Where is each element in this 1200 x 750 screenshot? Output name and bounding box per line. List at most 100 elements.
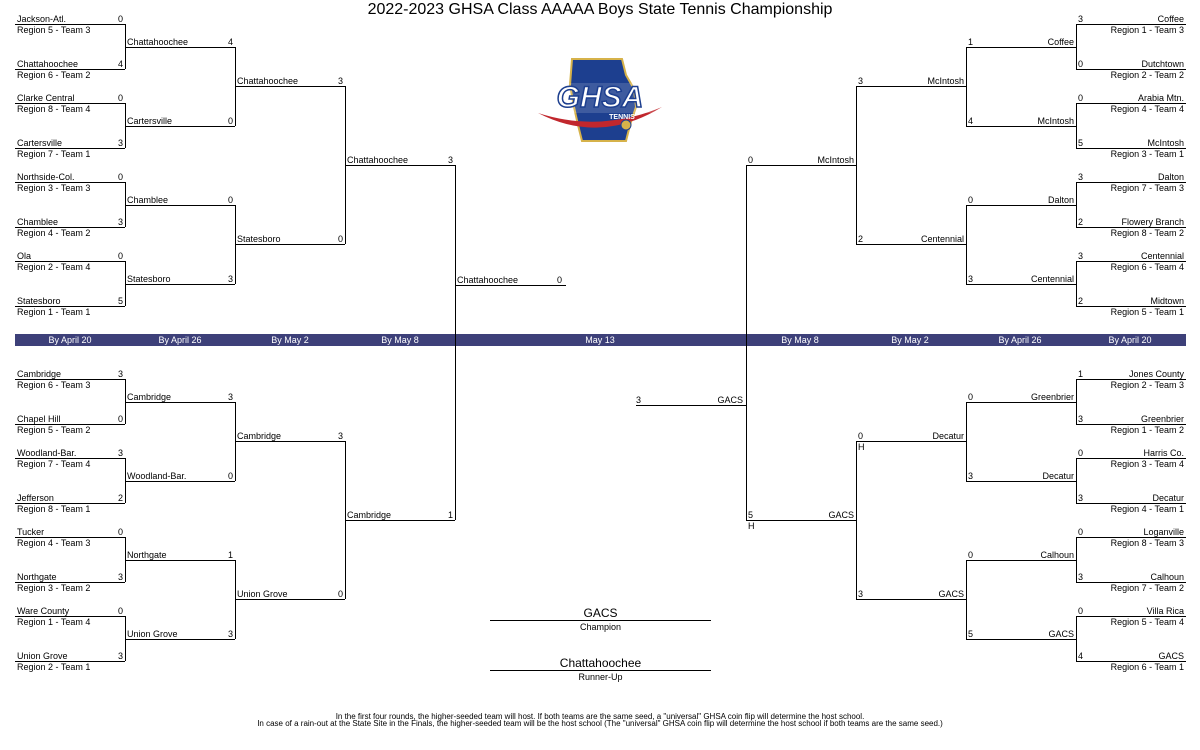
left-bottom-r3-line bbox=[235, 599, 345, 600]
right-bottom-r1-line bbox=[1076, 503, 1186, 504]
match-score: 0 bbox=[117, 414, 123, 424]
team-name: Cartersville bbox=[17, 138, 63, 148]
team-name: Northgate bbox=[17, 572, 57, 582]
team-name: Tucker bbox=[17, 527, 45, 537]
match-score: 0 bbox=[748, 155, 754, 165]
right-top-r4-line bbox=[746, 165, 856, 166]
champion-block: GACS Champion bbox=[490, 606, 711, 632]
footer-note-1: In the first four rounds, the higher-see… bbox=[335, 712, 865, 721]
team-name: Decatur bbox=[1042, 470, 1074, 481]
seed-label: Region 6 - Team 4 bbox=[1110, 262, 1184, 272]
right-top-r2-connector bbox=[966, 46, 967, 126]
match-score: 0 bbox=[1078, 527, 1084, 537]
team-name: Cambridge bbox=[347, 510, 392, 520]
seed-label: Region 3 - Team 3 bbox=[17, 183, 91, 193]
seed-label: Region 6 - Team 2 bbox=[17, 70, 91, 80]
final-left-line bbox=[455, 285, 566, 286]
right-top-r1-line bbox=[1076, 227, 1186, 228]
team-name: McIntosh bbox=[927, 76, 964, 86]
team-name: GACS bbox=[938, 589, 964, 599]
runner-up-line bbox=[490, 670, 711, 671]
team-name: Cambridge bbox=[237, 431, 282, 441]
match-score: 0 bbox=[117, 606, 123, 616]
right-final-connector bbox=[746, 165, 747, 520]
team-name: GACS bbox=[1048, 628, 1074, 639]
team-name: Cambridge bbox=[127, 391, 172, 402]
left-bottom-r1-line bbox=[15, 503, 125, 504]
seed-label: Region 3 - Team 4 bbox=[1110, 459, 1184, 469]
left-top-r2-line bbox=[125, 283, 235, 285]
match-score: 4 bbox=[1078, 651, 1084, 661]
runner-up-label: Runner-Up bbox=[578, 672, 623, 682]
round-label: By April 20 bbox=[48, 335, 92, 345]
right-bottom-r1-connector bbox=[1076, 458, 1077, 503]
final-right-line bbox=[636, 405, 746, 406]
seed-label: Region 1 - Team 1 bbox=[17, 307, 91, 317]
right-bottom-r4-line bbox=[746, 520, 856, 521]
team-name: Greenbrier bbox=[1030, 391, 1074, 402]
right-bottom-r3-connector bbox=[856, 441, 857, 599]
round-label: By May 8 bbox=[381, 335, 419, 345]
team-name: Arabia Mtn. bbox=[1137, 93, 1184, 103]
champion-team: GACS bbox=[583, 606, 618, 620]
seed-label: Region 8 - Team 4 bbox=[17, 104, 91, 114]
team-name: GACS bbox=[1158, 651, 1184, 661]
match-score: 3 bbox=[337, 76, 343, 86]
match-score: 4 bbox=[227, 36, 233, 47]
match-score: 2 bbox=[1078, 296, 1084, 306]
seed-label: Region 2 - Team 2 bbox=[1110, 70, 1184, 80]
match-score: 3 bbox=[968, 273, 974, 284]
left-bottom-r2-line bbox=[125, 480, 235, 482]
seed-label: Region 7 - Team 4 bbox=[17, 459, 91, 469]
left-top-r3-line bbox=[235, 86, 345, 87]
team-name: Centennial bbox=[1030, 273, 1074, 284]
team-name: Chattahoochee bbox=[347, 155, 409, 165]
right-top-r2-connector bbox=[966, 204, 967, 284]
seed-label: Region 8 - Team 2 bbox=[1110, 228, 1184, 238]
right-top-r2-line bbox=[966, 204, 1076, 206]
team-name: Union Grove bbox=[17, 651, 68, 661]
team-name: Dutchtown bbox=[1141, 59, 1184, 69]
match-score: 1 bbox=[1078, 369, 1084, 379]
seed-label: Region 1 - Team 3 bbox=[1110, 25, 1184, 35]
match-score: 2 bbox=[117, 493, 123, 503]
right-bottom-r2-line bbox=[966, 559, 1076, 561]
right-top-r1-line bbox=[1076, 306, 1186, 307]
team-name: Cartersville bbox=[127, 115, 173, 126]
round-label: By May 2 bbox=[891, 335, 929, 345]
seed-label: Region 6 - Team 3 bbox=[17, 380, 91, 390]
final-left-team: Chattahoochee bbox=[457, 275, 519, 285]
left-top-r3-line bbox=[235, 244, 345, 245]
seed-label: Region 8 - Team 1 bbox=[17, 504, 91, 514]
seed-label: Region 4 - Team 3 bbox=[17, 538, 91, 548]
seed-label: Region 2 - Team 4 bbox=[17, 262, 91, 272]
match-score: 2 bbox=[858, 234, 864, 244]
team-name: Northgate bbox=[127, 549, 167, 560]
match-score: 4 bbox=[117, 59, 123, 69]
team-name: Loganville bbox=[1143, 527, 1184, 537]
right-top-r1-line bbox=[1076, 69, 1186, 70]
right-bottom-r1-line bbox=[1076, 458, 1186, 459]
team-name: Flowery Branch bbox=[1121, 217, 1184, 227]
team-name: Statesboro bbox=[237, 234, 281, 244]
team-name: Cambridge bbox=[17, 369, 62, 379]
left-bottom-r1-line bbox=[15, 379, 125, 380]
team-name: Chattahoochee bbox=[127, 36, 189, 47]
match-score: 3 bbox=[337, 431, 343, 441]
team-name: Woodland-Bar. bbox=[127, 470, 187, 481]
match-score: 0 bbox=[117, 251, 123, 261]
team-name: Clarke Central bbox=[17, 93, 75, 103]
match-score: 3 bbox=[447, 155, 453, 165]
team-name: Centennial bbox=[920, 234, 964, 244]
right-bottom-r1-line bbox=[1076, 582, 1186, 583]
right-bottom-r3-line bbox=[856, 441, 966, 442]
left-bottom-r1-line bbox=[15, 582, 125, 583]
team-name: Chapel Hill bbox=[17, 414, 61, 424]
team-name: Ware County bbox=[17, 606, 70, 616]
team-name: GACS bbox=[828, 510, 854, 520]
match-score: 0 bbox=[1078, 59, 1084, 69]
left-top-r1-line bbox=[15, 182, 125, 183]
match-score: 0 bbox=[858, 431, 864, 441]
match-score: 5 bbox=[968, 628, 974, 639]
right-bottom-r2-connector bbox=[966, 559, 967, 639]
